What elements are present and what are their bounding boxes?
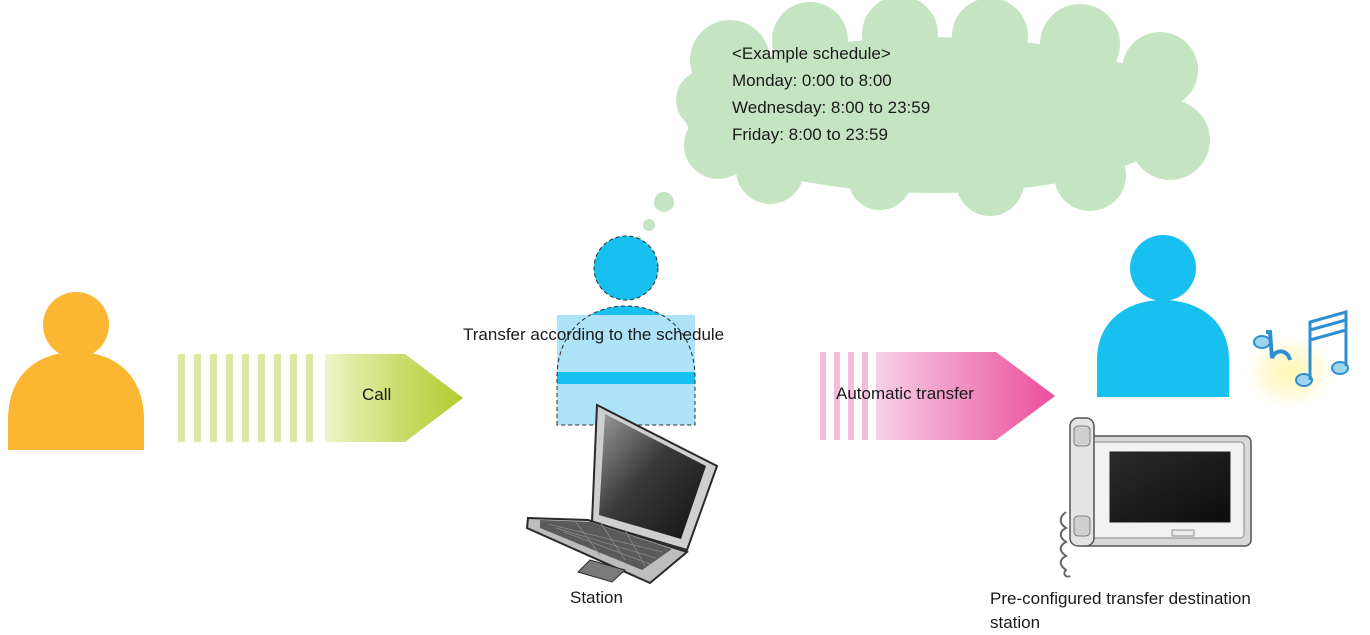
- call-arrow: [178, 354, 463, 442]
- call-label: Call: [362, 385, 392, 404]
- schedule-heading: <Example schedule>: [732, 44, 891, 63]
- station-user-icon: [556, 235, 696, 426]
- transfer-arrow: [820, 352, 1055, 440]
- laptop-icon: [525, 403, 719, 585]
- schedule-line-wednesday: Wednesday: 8:00 to 23:59: [732, 98, 931, 117]
- monitor-station-icon: [1059, 417, 1252, 578]
- destination-label-line1: Pre-configured transfer destination: [990, 589, 1251, 608]
- schedule-line-monday: Monday: 0:00 to 8:00: [732, 71, 892, 90]
- destination-person-icon: [1097, 235, 1229, 397]
- schedule-text: <Example schedule> Monday: 0:00 to 8:00 …: [732, 40, 930, 148]
- automatic-transfer-label: Automatic transfer: [836, 384, 974, 403]
- transfer-schedule-label: Transfer according to the schedule: [463, 325, 725, 344]
- station-label: Station: [570, 588, 623, 607]
- thought-cloud: [676, 0, 1210, 216]
- schedule-line-friday: Friday: 8:00 to 23:59: [732, 125, 888, 144]
- destination-label-line2: station: [990, 613, 1041, 632]
- thought-bubbles: [634, 192, 674, 244]
- music-note-icon: [1240, 310, 1349, 412]
- caller-person-icon: [8, 292, 144, 450]
